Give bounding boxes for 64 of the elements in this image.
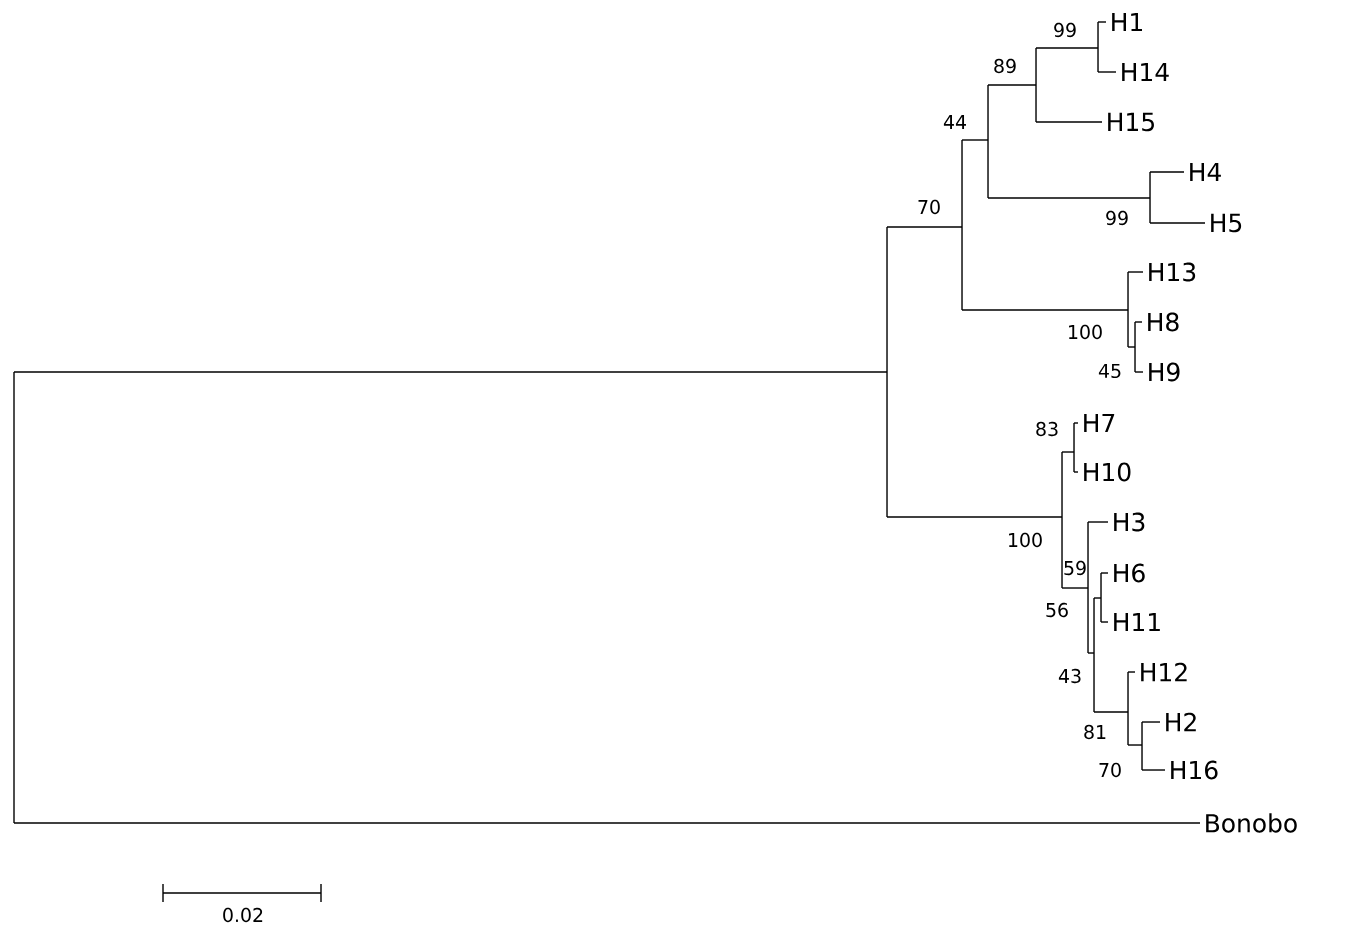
leaf-label: H11 — [1114, 612, 1160, 632]
tree-branch — [886, 226, 963, 228]
bootstrap-value: 44 — [943, 115, 966, 129]
tree-branch — [1141, 721, 1161, 723]
tree-branch — [1061, 451, 1075, 453]
leaf-label: H4 — [1190, 162, 1221, 182]
bootstrap-value: 99 — [1106, 210, 1128, 226]
leaf-label: H8 — [1148, 312, 1179, 332]
tree-branch — [1100, 621, 1109, 623]
leaf-label: H12 — [1141, 662, 1187, 682]
tree-branch — [1134, 321, 1143, 323]
leaf-label: H7 — [1084, 413, 1115, 433]
tree-branch — [961, 309, 1129, 311]
leaf-label: H14 — [1122, 62, 1169, 82]
leaf-label: H6 — [1114, 563, 1145, 583]
bootstrap-value: 81 — [1084, 724, 1106, 740]
tree-branch — [1127, 671, 1136, 673]
tree-branch — [1127, 744, 1143, 746]
tree-branch — [1149, 171, 1185, 173]
tree-branch — [1127, 346, 1136, 348]
leaf-label: H16 — [1171, 760, 1218, 780]
tree-branch — [1149, 222, 1206, 224]
tree-branch — [1097, 21, 1107, 23]
bootstrap-value: 89 — [994, 58, 1016, 74]
bootstrap-value: 100 — [1009, 532, 1042, 548]
bootstrap-value: 45 — [1098, 363, 1121, 379]
tree-branch — [1073, 422, 1079, 424]
bootstrap-value: 70 — [918, 199, 940, 215]
tree-branch — [13, 371, 888, 373]
tree-branch — [1141, 769, 1166, 771]
tree-branch — [1100, 572, 1109, 574]
leaf-label: H3 — [1114, 512, 1145, 532]
tree-branch — [13, 822, 1201, 824]
tree-branch — [1127, 271, 1144, 273]
bootstrap-value: 70 — [1099, 762, 1121, 778]
bootstrap-value: 99 — [1054, 22, 1076, 38]
tree-branch — [1087, 652, 1095, 654]
leaf-label: H13 — [1149, 262, 1196, 282]
leaf-label: H5 — [1211, 213, 1242, 233]
leaf-label: H10 — [1084, 462, 1131, 482]
leaf-label: H15 — [1108, 112, 1154, 132]
scale-label: 0.02 — [223, 907, 263, 923]
tree-branch — [1087, 521, 1109, 523]
bootstrap-value: 83 — [1036, 421, 1058, 437]
tree-branch — [886, 516, 1063, 518]
tree-branch — [1134, 371, 1144, 373]
bootstrap-value: 59 — [1064, 560, 1086, 576]
tree-branch — [1073, 471, 1079, 473]
tree-branch — [1093, 711, 1129, 713]
leaf-label: H1 — [1112, 12, 1142, 32]
bootstrap-value: 56 — [1046, 602, 1068, 618]
leaf-label: H9 — [1149, 362, 1180, 382]
tree-branch — [1035, 121, 1103, 123]
tree-branch — [961, 139, 989, 141]
leaf-label: H2 — [1166, 712, 1196, 732]
tree-branch — [1061, 587, 1089, 589]
bootstrap-value: 43 — [1058, 668, 1081, 684]
tree-branch — [1097, 71, 1117, 73]
tree-branch — [987, 197, 1151, 199]
tree-branch — [987, 84, 1037, 86]
bootstrap-value: 100 — [1069, 324, 1102, 340]
tree-branch — [1035, 47, 1099, 49]
tree-branch — [1093, 597, 1102, 599]
leaf-label: Bonobo — [1206, 813, 1297, 833]
